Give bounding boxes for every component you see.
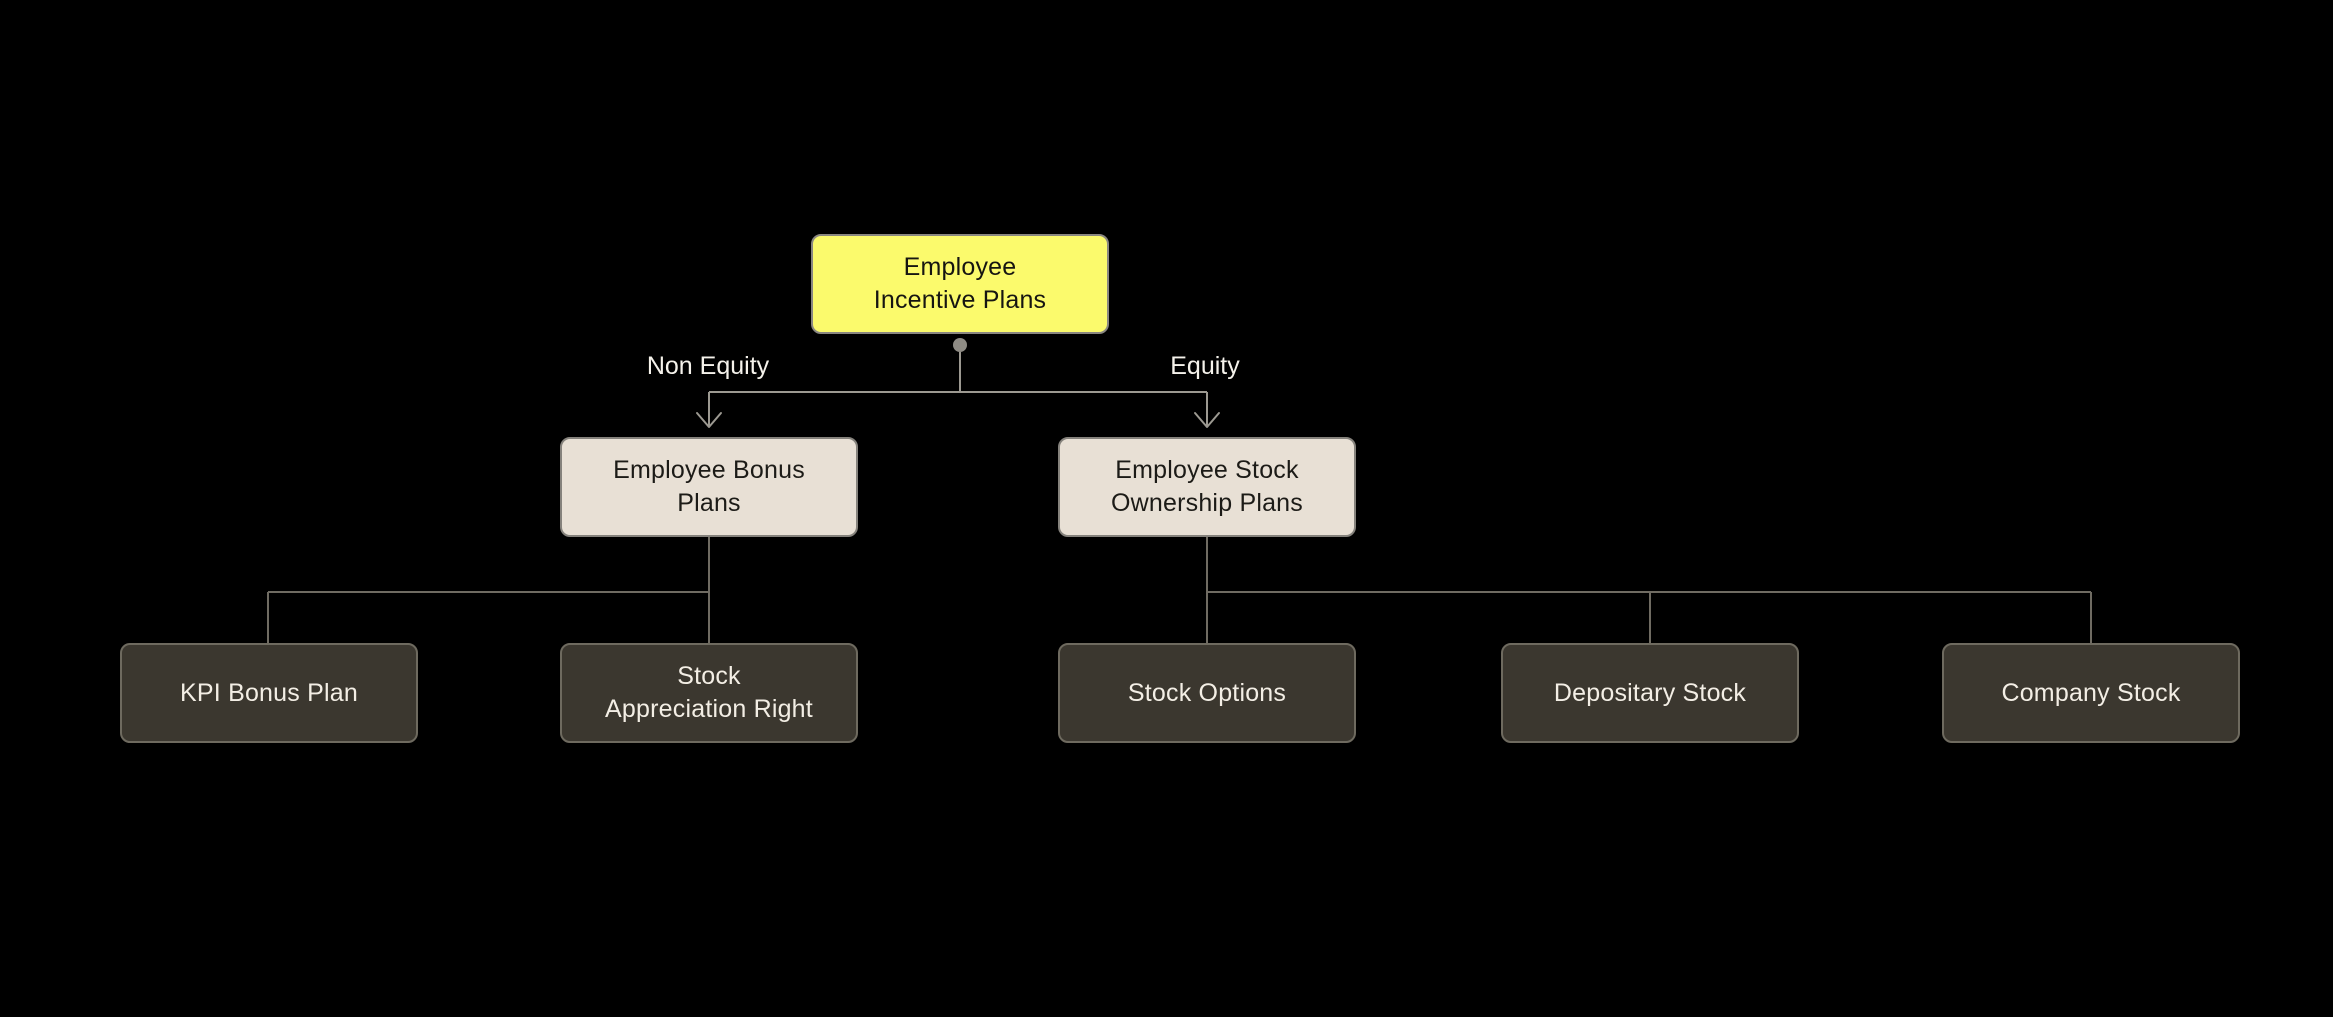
node-label-line: Employee [903, 253, 1017, 281]
edge-label-non-equity: Non Equity [646, 352, 770, 380]
edge-bonus-subtree [267, 537, 710, 643]
node-employee-incentive-plans[interactable]: Employee Incentive Plans [811, 234, 1109, 334]
node-label-line: Ownership Plans [1111, 489, 1303, 517]
node-depositary-stock[interactable]: Depositary Stock [1501, 643, 1799, 743]
node-label-line: Appreciation Right [605, 695, 813, 723]
node-label-line: Incentive Plans [873, 286, 1047, 314]
node-label-line: Company Stock [2001, 678, 2181, 707]
node-employee-bonus-plans[interactable]: Employee Bonus Plans [560, 437, 858, 537]
node-stock-options[interactable]: Stock Options [1058, 643, 1356, 743]
node-label-line: Stock [677, 662, 741, 690]
node-stock-appreciation-right[interactable]: Stock Appreciation Right [560, 643, 858, 743]
node-label-line: Employee Stock [1115, 456, 1299, 484]
node-kpi-bonus-plan[interactable]: KPI Bonus Plan [120, 643, 418, 743]
edge-esop-subtree [1206, 537, 2092, 643]
connector-origin-dot [953, 338, 967, 352]
node-label-line: Stock Options [1127, 678, 1287, 707]
node-company-stock[interactable]: Company Stock [1942, 643, 2240, 743]
node-label-line: Plans [677, 489, 741, 517]
node-label-line: KPI Bonus Plan [180, 678, 358, 707]
arrowhead-non-equity-icon [696, 412, 722, 428]
node-label-line: Employee Bonus [613, 456, 805, 484]
edge-label-equity: Equity [1170, 352, 1240, 380]
node-label-line: Depositary Stock [1553, 678, 1747, 707]
node-employee-stock-ownership-plans[interactable]: Employee Stock Ownership Plans [1058, 437, 1356, 537]
arrowhead-equity-icon [1194, 412, 1220, 428]
